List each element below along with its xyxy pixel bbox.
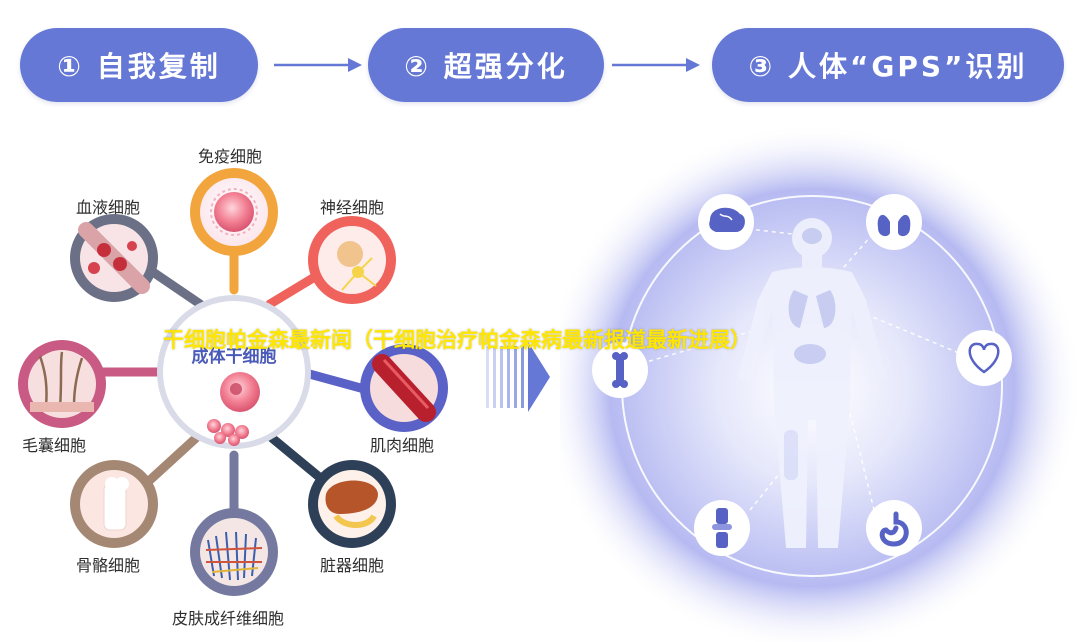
blood-cell-label: 血液细胞 [76,198,141,217]
hair-follicle-cell-node [18,340,106,428]
bone-cell-label: 骨骼细胞 [76,556,141,575]
skin-fibroblast-cell-label: 皮肤成纤维细胞 [172,609,285,628]
stomach-icon [866,500,922,556]
step-gps-recognition: ③ 人体“GPS”识别 [712,28,1064,102]
nerve-cell-label: 神经细胞 [320,198,385,217]
bone-cell-node [70,460,158,548]
arrow-right-icon [612,58,700,72]
knee-joint-icon [694,500,750,556]
transition-arrow-icon [486,342,550,412]
human-body-recognition-diagram [560,123,1080,642]
skin-fibroblast-cell-node [190,508,278,596]
immune-cell-node [190,168,278,256]
bone-icon [592,342,648,398]
blood-cell-node [70,214,158,302]
muscle-cell-node [360,344,448,432]
center-label: 成体干细胞 [192,346,277,367]
immune-cell-label: 免疫细胞 [198,147,263,166]
arrow-right-icon [274,58,362,72]
overlay-headline: 干细胞帕金森最新闻（干细胞治疗帕金森病最新报道最新进展） [163,328,751,352]
organ-cell-label: 脏器细胞 [320,556,385,575]
muscle-cell-label: 肌肉细胞 [370,436,435,455]
heart-icon [956,330,1012,386]
hair-follicle-cell-label: 毛囊细胞 [22,436,87,455]
step-self-replication: ① 自我复制 [20,28,258,102]
stem-cell-differentiation-diagram: 成体干细胞 [18,168,448,596]
brain-icon [698,194,754,250]
adult-stem-cell-hub [157,295,311,449]
organ-cell-node [308,460,396,548]
step-strong-differentiation: ② 超强分化 [368,28,604,102]
nerve-cell-node [308,216,396,304]
lungs-icon [866,194,922,250]
